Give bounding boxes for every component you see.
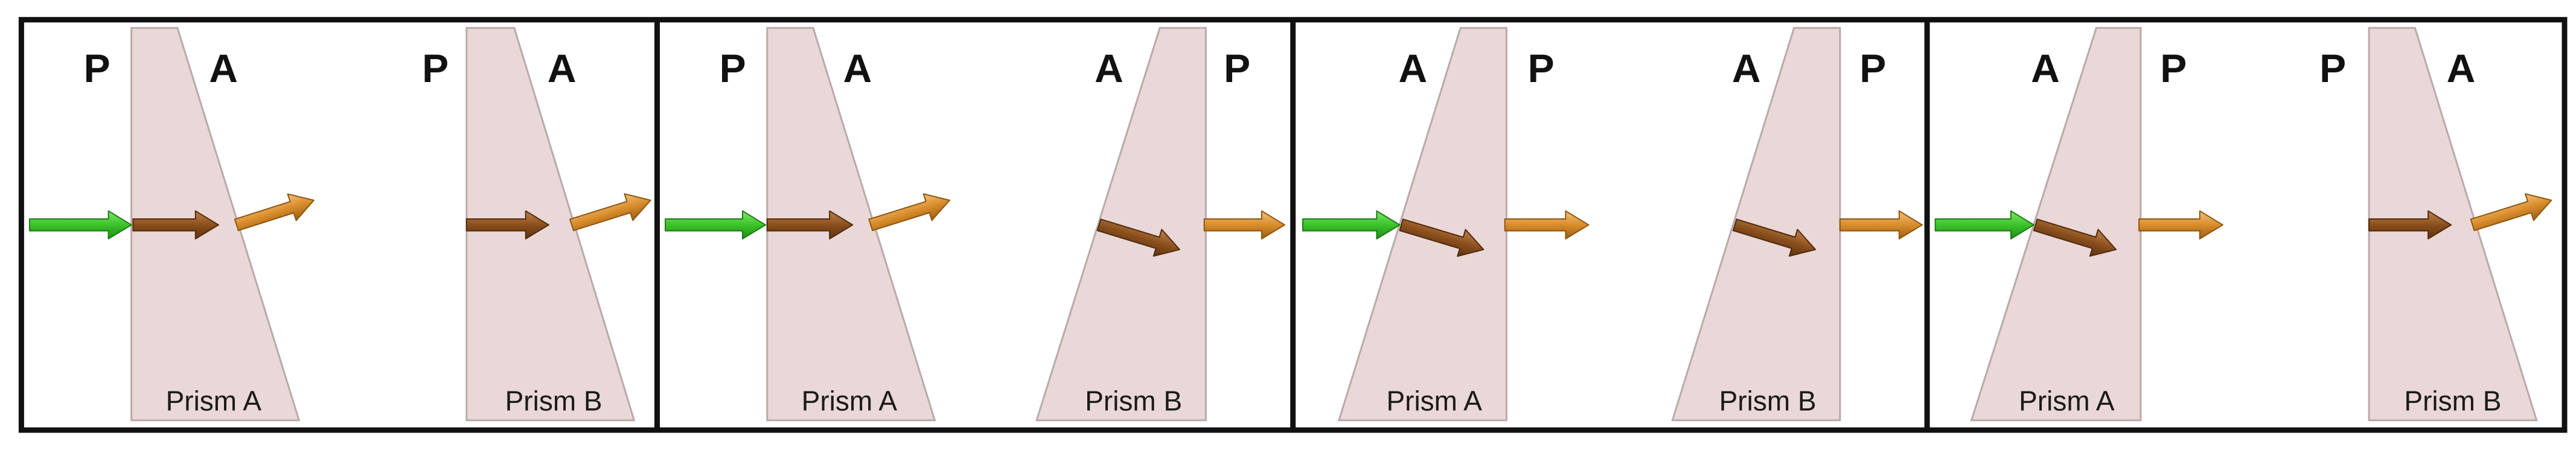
prism-b-shape [465,27,636,422]
refracted-inside-arrow [132,210,219,239]
incident-light-arrow-shape [1934,210,2034,239]
frames-layer [18,17,2568,433]
prism-a-shape [1970,27,2142,422]
labels-layer: P A P A Prism A Prism B P A A P Prism A Prism B A P A P… [84,46,2502,416]
incident-light-arrow [665,210,767,239]
exit-light-arrow-shape [1203,210,1285,239]
exit-light-arrow [1504,210,1590,239]
prism-a-right-face-label: A [843,46,872,90]
incident-light-arrow-shape [29,210,132,239]
prism-a-left-face-label: A [2031,46,2060,90]
exit-light-arrow [1203,210,1285,239]
refracted-inside-arrow [766,210,854,239]
exit-light-arrow [2470,193,2552,232]
refracted-inside-arrow-shape [1096,218,1180,257]
refracted-inside-arrow [465,210,549,239]
refracted-inside-arrow-shape [1399,218,1485,257]
arrows-layer [29,193,2552,257]
prism-a-name: Prism A [802,385,898,416]
refracted-inside-arrow-shape [132,210,219,239]
refracted-inside-arrow-shape [465,210,549,239]
incident-light-arrow [1934,210,2034,239]
incident-light-arrow-shape [665,210,767,239]
prism-a-right-face-label: A [209,46,238,90]
prism-a-left-face-label: P [720,46,746,90]
prism-b-left-face-label: A [1732,46,1761,90]
refracted-inside-arrow-shape [1732,218,1817,257]
exit-light-arrow-shape [1839,210,1923,239]
incident-light-arrow [29,210,132,239]
exit-light-arrow [234,193,315,232]
prism-b-name: Prism B [2404,385,2501,416]
refracted-inside-arrow [2368,210,2452,239]
incident-light-arrow [1302,210,1401,239]
prism-b-name: Prism B [505,385,602,416]
prism-a-right-face-label: P [1528,46,1555,90]
exit-light-arrow-shape [868,193,950,232]
refracted-inside-arrow [1399,218,1485,257]
prism-b-right-face-label: A [2447,46,2476,90]
prism-a-right-face-label: P [2160,46,2187,90]
exit-light-arrow [569,193,651,232]
incident-light-arrow-shape [1302,210,1401,239]
prism-b-shape [1671,27,1841,422]
refracted-inside-arrow-shape [2033,218,2117,257]
prism-b-name: Prism B [1719,385,1817,416]
exit-light-arrow-shape [2470,193,2552,232]
exit-light-arrow-shape [2138,210,2223,239]
exit-light-arrow-shape [1504,210,1590,239]
exit-light-arrow [868,193,950,232]
exit-light-arrow [1839,210,1923,239]
refracted-inside-arrow-shape [2368,210,2452,239]
prism-b-right-face-label: A [548,46,577,90]
refracted-inside-arrow [1096,218,1180,257]
prism-b-shape [2368,27,2538,422]
prism-b-left-face-label: A [1095,46,1123,90]
prism-b-right-face-label: P [1224,46,1250,90]
prism-b-left-face-label: P [2319,46,2346,90]
prism-a-shape [1337,27,1507,422]
prism-b-left-face-label: P [422,46,449,90]
exit-light-arrow-shape [569,193,651,232]
prism-a-name: Prism A [1386,385,1482,416]
refracted-inside-arrow-shape [766,210,854,239]
refracted-inside-arrow [1732,218,1817,257]
refracted-inside-arrow [2033,218,2117,257]
prism-a-name: Prism A [166,385,262,416]
prisms-layer [130,27,2538,422]
exit-light-arrow-shape [234,193,315,232]
exit-light-arrow [2138,210,2223,239]
prism-b-right-face-label: P [1859,46,1886,90]
prism-a-name: Prism A [2019,385,2115,416]
prism-b-name: Prism B [1085,385,1182,416]
prism-a-left-face-label: A [1398,46,1427,90]
prism-a-left-face-label: P [84,46,110,90]
prism-b-shape [1035,27,1207,422]
